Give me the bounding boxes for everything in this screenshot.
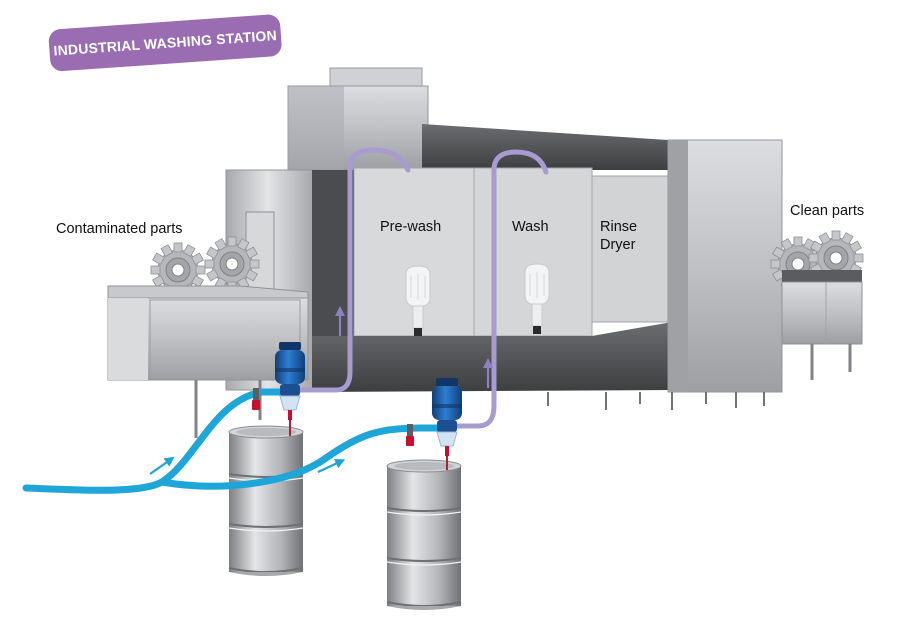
valve-icon	[252, 388, 260, 410]
label-clean-parts: Clean parts	[790, 203, 865, 219]
label-contaminated-parts: Contaminated parts	[56, 221, 183, 237]
drum-icon	[386, 459, 462, 611]
outfeed-conveyor	[770, 230, 864, 380]
branch-water-line	[158, 424, 442, 490]
label-prewash: Pre-wash	[380, 219, 442, 235]
top-chimney	[329, 67, 423, 89]
wash-chemical-line	[455, 149, 549, 429]
prewash-chemical-line	[297, 147, 411, 393]
chemical-lines	[297, 147, 549, 429]
washing-machine	[225, 67, 783, 410]
dosing-pump-icon	[274, 341, 306, 421]
rear-band	[422, 124, 668, 170]
drum-icon	[228, 425, 304, 577]
infeed-conveyor	[107, 236, 309, 438]
water-supply-lines	[22, 388, 442, 494]
dosing-pump-icon	[431, 377, 463, 457]
label-dryer: Dryer	[600, 237, 636, 253]
panel-rinse-dryer	[591, 175, 673, 323]
valve-icon	[406, 424, 414, 446]
machine-legs	[547, 392, 765, 410]
label-wash: Wash	[512, 219, 549, 235]
label-rinse: Rinse	[600, 219, 638, 235]
